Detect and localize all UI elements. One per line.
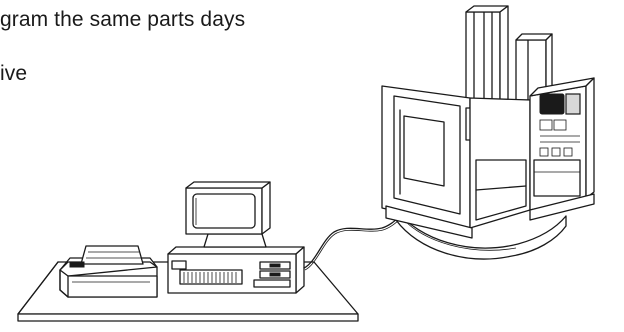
cnc-machine-icon [382,6,594,259]
monitor-icon [186,182,270,247]
printer-icon [60,246,157,297]
computer-icon [168,247,304,293]
